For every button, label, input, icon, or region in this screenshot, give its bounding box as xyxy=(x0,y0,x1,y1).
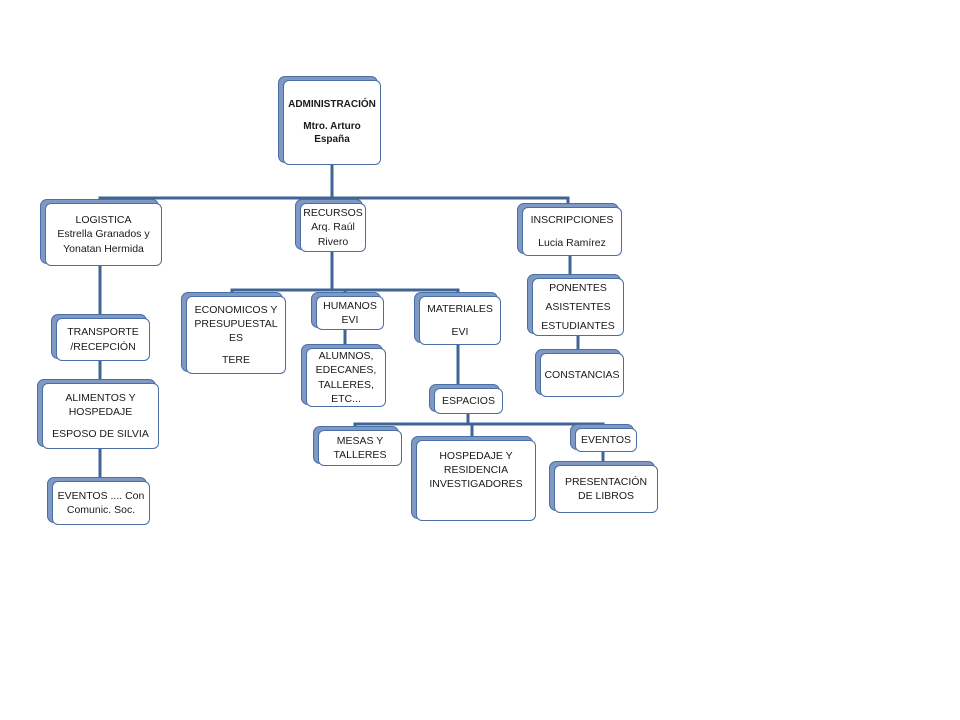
alumnos-title: ALUMNOS, EDECANES, TALLERES, ETC... xyxy=(315,350,377,405)
humanos-person: EVI xyxy=(341,314,359,326)
node-alumnos: ALUMNOS, EDECANES, TALLERES, ETC... xyxy=(306,348,386,407)
node-transporte: TRANSPORTE /RECEPCIÓN xyxy=(56,318,150,361)
node-mesas-talleres: MESAS Y TALLERES xyxy=(318,430,402,466)
node-recursos: RECURSOS Arq. Raúl Rivero xyxy=(300,203,366,252)
node-materiales: MATERIALES EVI xyxy=(419,296,501,345)
administracion-title: ADMINISTRACIÓN xyxy=(288,99,376,111)
inscripciones-person: Lucia Ramírez xyxy=(538,236,606,249)
node-logistica: LOGISTICA Estrella Granados y Yonatan He… xyxy=(45,203,162,266)
node-constancias: CONSTANCIAS xyxy=(540,353,624,397)
transporte-title: TRANSPORTE /RECEPCIÓN xyxy=(67,326,139,353)
logistica-title: LOGISTICA xyxy=(75,214,132,227)
eventos-com-title: EVENTOS .... Con Comunic. Soc. xyxy=(57,489,145,516)
node-presentacion-libros: PRESENTACIÓN DE LIBROS xyxy=(554,465,658,513)
node-espacios: ESPACIOS xyxy=(434,388,503,414)
espacios-title: ESPACIOS xyxy=(442,394,495,407)
node-inscripciones: INSCRIPCIONES Lucia Ramírez xyxy=(522,207,622,256)
node-administracion: ADMINISTRACIÓN Mtro. Arturo España xyxy=(283,80,381,165)
economicos-title: ECONOMICOS Y PRESUPUESTALES xyxy=(194,303,278,344)
humanos-title: HUMANOS xyxy=(323,299,377,312)
node-economicos: ECONOMICOS Y PRESUPUESTALES TERE xyxy=(186,296,286,374)
node-ponentes: PONENTES ASISTENTES ESTUDIANTES xyxy=(532,278,624,336)
ponentes-line3: ESTUDIANTES xyxy=(541,320,615,333)
recursos-person: Arq. Raúl Rivero xyxy=(311,221,355,248)
recursos-title: RECURSOS xyxy=(303,207,363,220)
eventos-title: EVENTOS xyxy=(581,433,631,446)
materiales-person: EVI xyxy=(451,325,469,338)
node-eventos-comunicacion: EVENTOS .... Con Comunic. Soc. xyxy=(52,481,150,525)
node-hospedaje-residencia: HOSPEDAJE Y RESIDENCIA INVESTIGADORES xyxy=(416,440,536,521)
alimentos-person: ESPOSO DE SILVIA xyxy=(52,428,149,441)
materiales-title: MATERIALES xyxy=(427,303,493,316)
presentacion-title: PRESENTACIÓN DE LIBROS xyxy=(564,475,648,502)
constancias-title: CONSTANCIAS xyxy=(544,368,620,381)
mesas-title: MESAS Y TALLERES xyxy=(333,434,387,461)
ponentes-line1: PONENTES xyxy=(549,281,607,294)
hospedaje-title: HOSPEDAJE Y RESIDENCIA INVESTIGADORES xyxy=(429,450,523,491)
administracion-person: Mtro. Arturo España xyxy=(303,120,361,146)
logistica-person: Estrella Granados y Yonatan Hermida xyxy=(57,228,150,255)
economicos-person: TERE xyxy=(221,354,250,367)
node-humanos: HUMANOS EVI xyxy=(316,296,384,330)
node-alimentos: ALIMENTOS Y HOSPEDAJE ESPOSO DE SILVIA xyxy=(42,383,159,449)
ponentes-line2: ASISTENTES xyxy=(545,300,611,313)
alimentos-title: ALIMENTOS Y HOSPEDAJE xyxy=(65,391,136,418)
node-eventos: EVENTOS xyxy=(575,428,637,452)
inscripciones-title: INSCRIPCIONES xyxy=(530,214,614,227)
